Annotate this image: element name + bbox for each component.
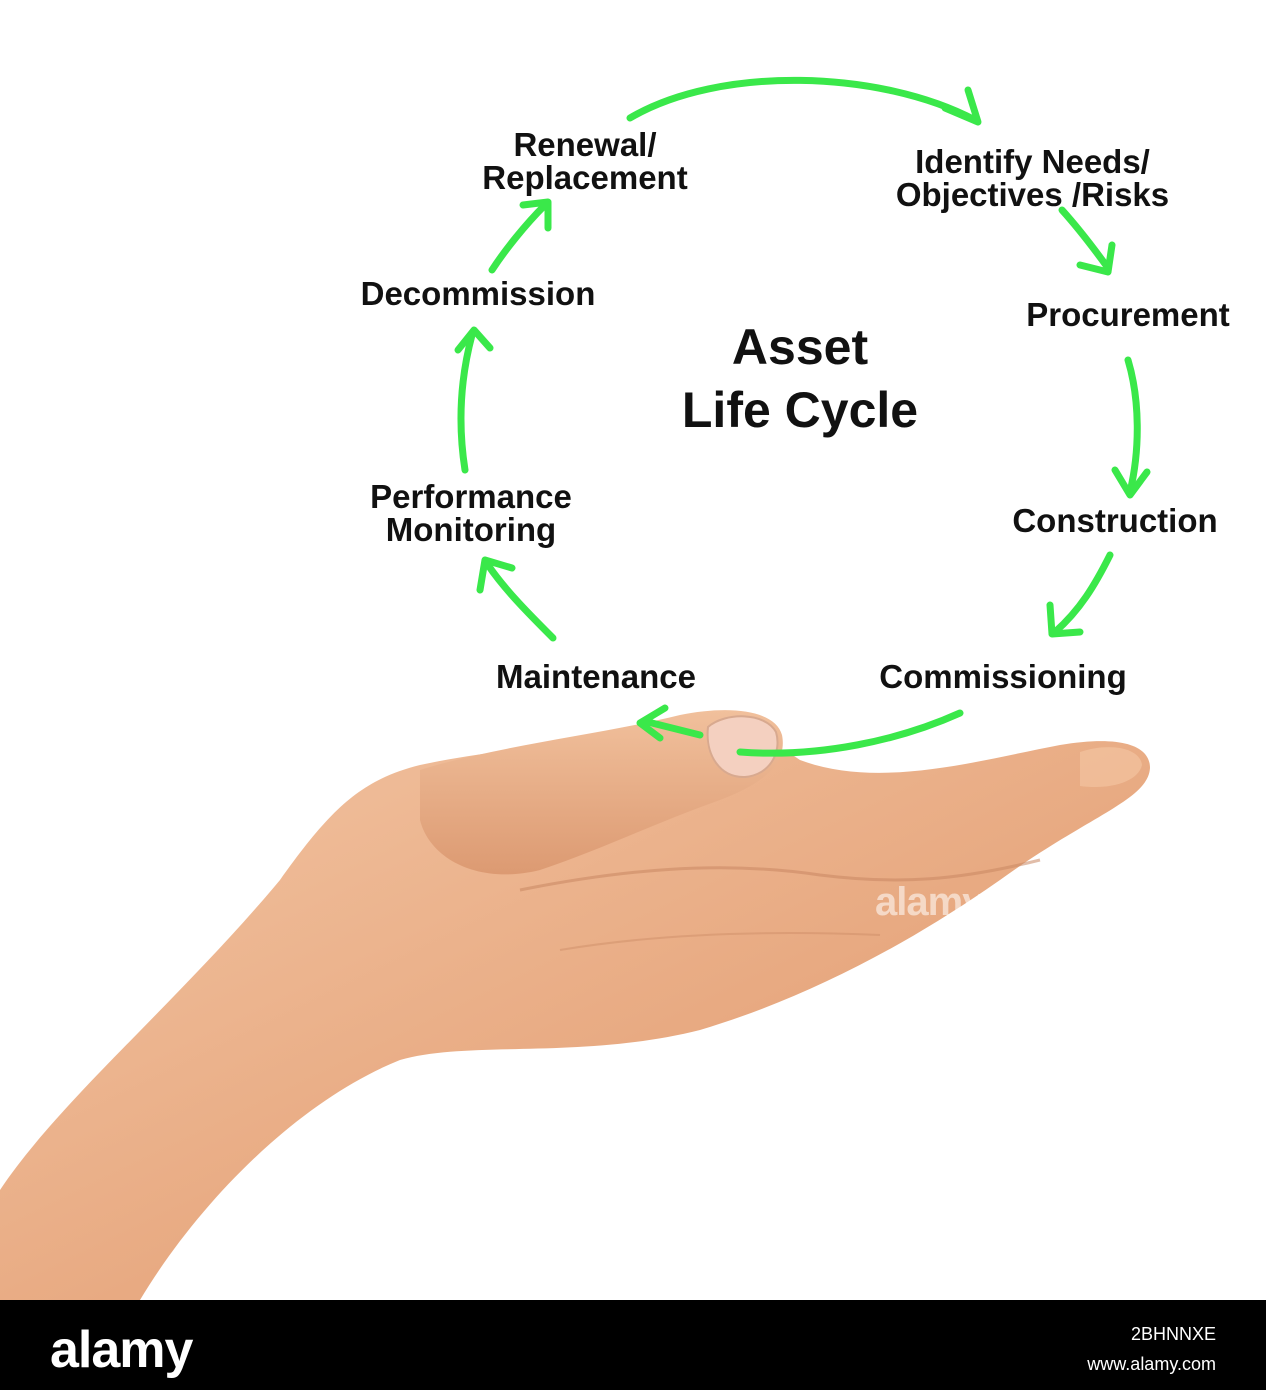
stage-label-line: Identify Needs/ — [915, 143, 1150, 180]
stage-label-line: Replacement — [482, 159, 688, 196]
stage-label-line: Construction — [1012, 502, 1218, 539]
footer-brand-logo: alamy — [50, 1321, 193, 1379]
arrowhead-performance — [476, 556, 516, 594]
stage-commissioning: Commissioning — [858, 660, 1148, 693]
diagram-title: Asset Life Cycle — [660, 316, 940, 441]
stage-maintenance: Maintenance — [478, 660, 714, 693]
stage-label-line: Objectives /Risks — [895, 176, 1170, 213]
stage-performance-monitoring: Performance Monitoring — [350, 480, 592, 546]
arc-procurement-to-construction — [1124, 356, 1141, 496]
arc-commissioning-to-maintenance — [736, 709, 964, 757]
arc-performance-to-decommission — [457, 331, 476, 474]
hand-thumb — [420, 710, 783, 875]
stage-renewal-replacement: Renewal/ Replacement — [465, 128, 705, 194]
arc-identify-to-procurement — [1058, 206, 1112, 272]
arrowhead-identify — [941, 86, 982, 126]
hand-palm-shape — [0, 741, 1150, 1300]
finger-tip-highlight — [1080, 747, 1142, 788]
stage-label-line: Maintenance — [496, 658, 696, 695]
stage-identify-needs: Identify Needs/ Objectives /Risks — [870, 145, 1195, 211]
arrowhead-procurement — [1076, 241, 1116, 276]
stage-label-line: Performance — [370, 478, 572, 515]
arrowhead-commissioning — [1046, 601, 1084, 638]
stage-label-line: Renewal/ — [513, 126, 657, 163]
hand-finger-crease — [559, 932, 881, 951]
arc-decommission-to-renewal — [488, 201, 549, 274]
hand-illustration — [0, 710, 1150, 1300]
footer-bar: alamy 2BHNNXE www.alamy.com — [0, 1300, 1266, 1390]
arrowhead-renewal — [519, 198, 552, 232]
arrowhead-maintenance — [636, 704, 669, 742]
arc-renewal-to-identify — [626, 76, 979, 124]
stage-construction: Construction — [995, 504, 1235, 537]
cycle-arrows — [454, 76, 1151, 757]
thumb-nail — [706, 715, 779, 779]
stage-label-line: Commissioning — [879, 658, 1127, 695]
stage-decommission: Decommission — [340, 277, 616, 310]
arrowhead-construction — [1111, 466, 1151, 499]
arrowhead-decommission — [454, 326, 494, 354]
footer-url: www.alamy.com — [1087, 1354, 1216, 1374]
arc-maintenance-to-performance — [484, 561, 557, 642]
arc-construction-to-commissioning — [1051, 551, 1114, 636]
hand-palm-crease — [519, 858, 1041, 892]
title-line-1: Asset — [731, 319, 869, 375]
arc-commissioning-tail — [644, 718, 704, 739]
watermark-text: alamy — [875, 880, 984, 924]
stage-label-line: Procurement — [1026, 296, 1230, 333]
footer-image-id: 2BHNNXE — [1130, 1324, 1216, 1344]
title-line-2: Life Cycle — [681, 381, 919, 438]
stage-label-line: Monitoring — [385, 511, 557, 548]
stage-procurement: Procurement — [1008, 298, 1248, 331]
stage-label-line: Decommission — [360, 275, 596, 312]
